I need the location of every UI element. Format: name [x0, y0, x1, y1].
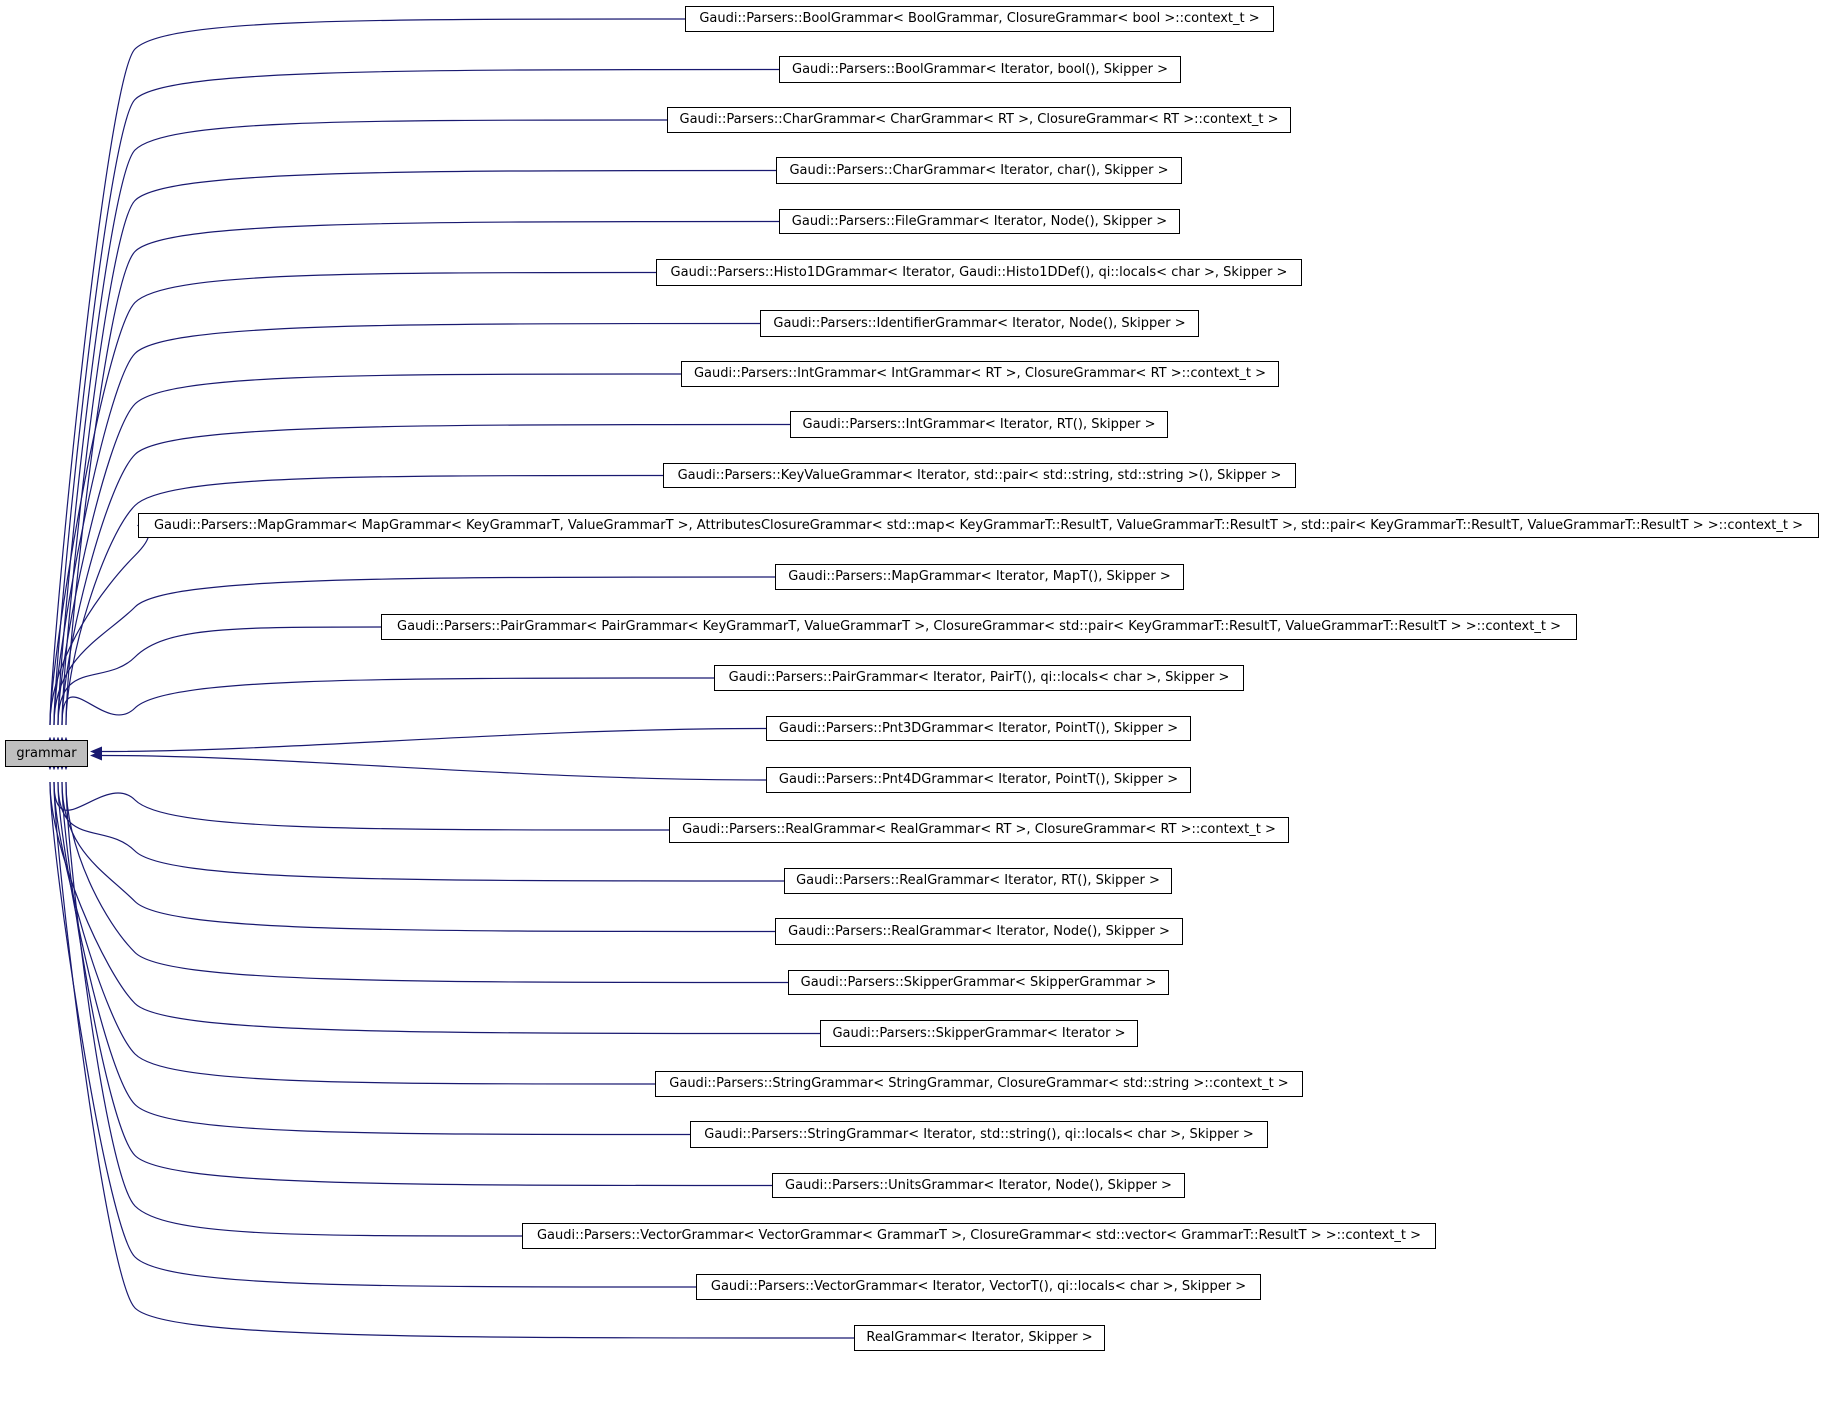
class-node[interactable]: Gaudi::Parsers::Pnt3DGrammar< Iterator, … [766, 716, 1191, 741]
class-node[interactable]: Gaudi::Parsers::RealGrammar< RealGrammar… [669, 817, 1289, 843]
class-node[interactable]: Gaudi::Parsers::KeyValueGrammar< Iterato… [663, 463, 1296, 488]
class-node[interactable]: Gaudi::Parsers::RealGrammar< Iterator, N… [775, 918, 1183, 945]
class-node[interactable]: Gaudi::Parsers::SkipperGrammar< Iterator… [820, 1020, 1138, 1047]
class-node[interactable]: Gaudi::Parsers::VectorGrammar< VectorGra… [522, 1223, 1436, 1249]
class-node[interactable]: Gaudi::Parsers::BoolGrammar< Iterator, b… [779, 56, 1181, 83]
class-node[interactable]: Gaudi::Parsers::RealGrammar< Iterator, R… [784, 868, 1172, 894]
class-node[interactable]: Gaudi::Parsers::IdentifierGrammar< Itera… [760, 310, 1199, 337]
root-node-grammar[interactable]: grammar [5, 740, 88, 767]
class-node[interactable]: RealGrammar< Iterator, Skipper > [854, 1325, 1105, 1351]
class-node[interactable]: Gaudi::Parsers::PairGrammar< PairGrammar… [381, 614, 1577, 640]
class-node[interactable]: Gaudi::Parsers::BoolGrammar< BoolGrammar… [685, 6, 1274, 32]
class-node[interactable]: Gaudi::Parsers::MapGrammar< MapGrammar< … [138, 513, 1819, 538]
class-node[interactable]: Gaudi::Parsers::MapGrammar< Iterator, Ma… [775, 564, 1184, 590]
class-node[interactable]: Gaudi::Parsers::CharGrammar< Iterator, c… [776, 157, 1182, 184]
class-node[interactable]: Gaudi::Parsers::Histo1DGrammar< Iterator… [656, 259, 1302, 286]
class-node[interactable]: Gaudi::Parsers::VectorGrammar< Iterator,… [696, 1274, 1261, 1300]
class-node[interactable]: Gaudi::Parsers::FileGrammar< Iterator, N… [779, 209, 1180, 234]
class-node[interactable]: Gaudi::Parsers::Pnt4DGrammar< Iterator, … [766, 767, 1191, 793]
class-node[interactable]: Gaudi::Parsers::IntGrammar< IntGrammar< … [681, 361, 1279, 387]
class-node[interactable]: Gaudi::Parsers::StringGrammar< StringGra… [655, 1071, 1303, 1097]
class-node[interactable]: Gaudi::Parsers::PairGrammar< Iterator, P… [714, 665, 1244, 691]
class-node[interactable]: Gaudi::Parsers::UnitsGrammar< Iterator, … [772, 1173, 1185, 1198]
class-node[interactable]: Gaudi::Parsers::IntGrammar< Iterator, RT… [790, 411, 1168, 438]
class-node[interactable]: Gaudi::Parsers::CharGrammar< CharGrammar… [667, 107, 1291, 133]
class-node[interactable]: Gaudi::Parsers::StringGrammar< Iterator,… [690, 1121, 1268, 1148]
class-node[interactable]: Gaudi::Parsers::SkipperGrammar< SkipperG… [788, 970, 1169, 995]
